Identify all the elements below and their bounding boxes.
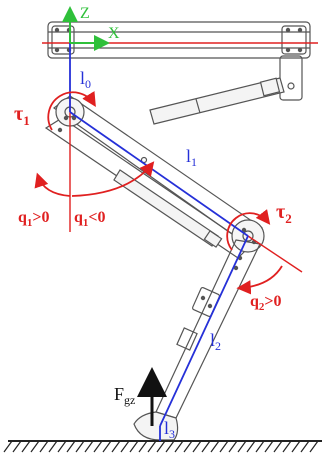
ground-hatch-line — [192, 440, 202, 453]
ground-hatch-line — [156, 440, 166, 453]
torque-tau2-label: τ2 — [276, 201, 292, 226]
q1-positive-arc — [34, 172, 71, 197]
kinematic-chain — [69, 43, 249, 441]
lower-actuator — [113, 169, 223, 248]
red-knee-extension-line — [247, 235, 303, 273]
force-fgz-label: Fgz — [114, 384, 135, 407]
ground-hatch-line — [201, 440, 211, 453]
ground-hatch-line — [39, 440, 49, 453]
shank-link — [155, 239, 261, 419]
coordinate-axes — [62, 6, 110, 51]
ground-hatch-line — [30, 440, 40, 453]
segment-l0-label: l0 — [80, 68, 91, 91]
ground — [3, 440, 322, 453]
ground-hatch-line — [66, 440, 76, 453]
foot — [133, 411, 179, 441]
ground-hatch-line — [228, 440, 238, 453]
segment-l1-label: l1 — [186, 146, 197, 169]
segment-l2-label: l2 — [210, 330, 221, 353]
ground-hatch-line — [93, 440, 103, 453]
q2-positive-label: q2>0 — [250, 293, 282, 313]
ground-hatch-line — [309, 440, 319, 453]
ground-hatch-line — [174, 440, 184, 453]
ground-hatch-line — [3, 440, 13, 453]
x-axis-label: X — [108, 25, 120, 42]
ground-hatch-line — [138, 440, 148, 453]
upper-actuator — [149, 77, 285, 125]
ground-hatch-line — [183, 440, 193, 453]
right-bracket — [279, 55, 303, 101]
ground-hatch-line — [21, 440, 31, 453]
q1-positive-label: q1>0 — [18, 209, 50, 229]
ground-hatch-line — [291, 440, 301, 453]
ground-hatch-line — [246, 440, 256, 453]
ground-hatch-line — [75, 440, 85, 453]
ground-hatch-line — [111, 440, 121, 453]
ground-hatch-line — [102, 440, 112, 453]
segment-l3-label: l3 — [164, 418, 175, 441]
q2-positive-arc — [236, 265, 283, 295]
q1-negative-arc — [71, 161, 155, 197]
z-axis-label: Z — [80, 5, 90, 22]
ground-hatch-line — [264, 440, 274, 453]
tau2-arc — [226, 209, 271, 251]
top-frame — [47, 21, 311, 59]
ground-hatch-line — [84, 440, 94, 453]
ground-hatch-line — [12, 440, 22, 453]
ground-hatch-line — [120, 440, 130, 453]
ground-hatch-line — [255, 440, 265, 453]
q1-negative-label: q1<0 — [74, 209, 106, 229]
ground-hatch-line — [300, 440, 310, 453]
torque-tau1-label: τ1 — [14, 103, 30, 128]
tau1-arc — [47, 91, 96, 131]
ground-hatch-line — [237, 440, 247, 453]
ground-hatch-line — [165, 440, 175, 453]
ground-hatch-line — [147, 440, 157, 453]
ground-hatch-line — [219, 440, 229, 453]
ground-hatch-line — [129, 440, 139, 453]
ground-hatch-line — [210, 440, 220, 453]
ground-hatch-line — [273, 440, 283, 453]
ground-hatch-line — [57, 440, 67, 453]
ground-hatch-line — [282, 440, 292, 453]
ground-hatch-line — [48, 440, 58, 453]
